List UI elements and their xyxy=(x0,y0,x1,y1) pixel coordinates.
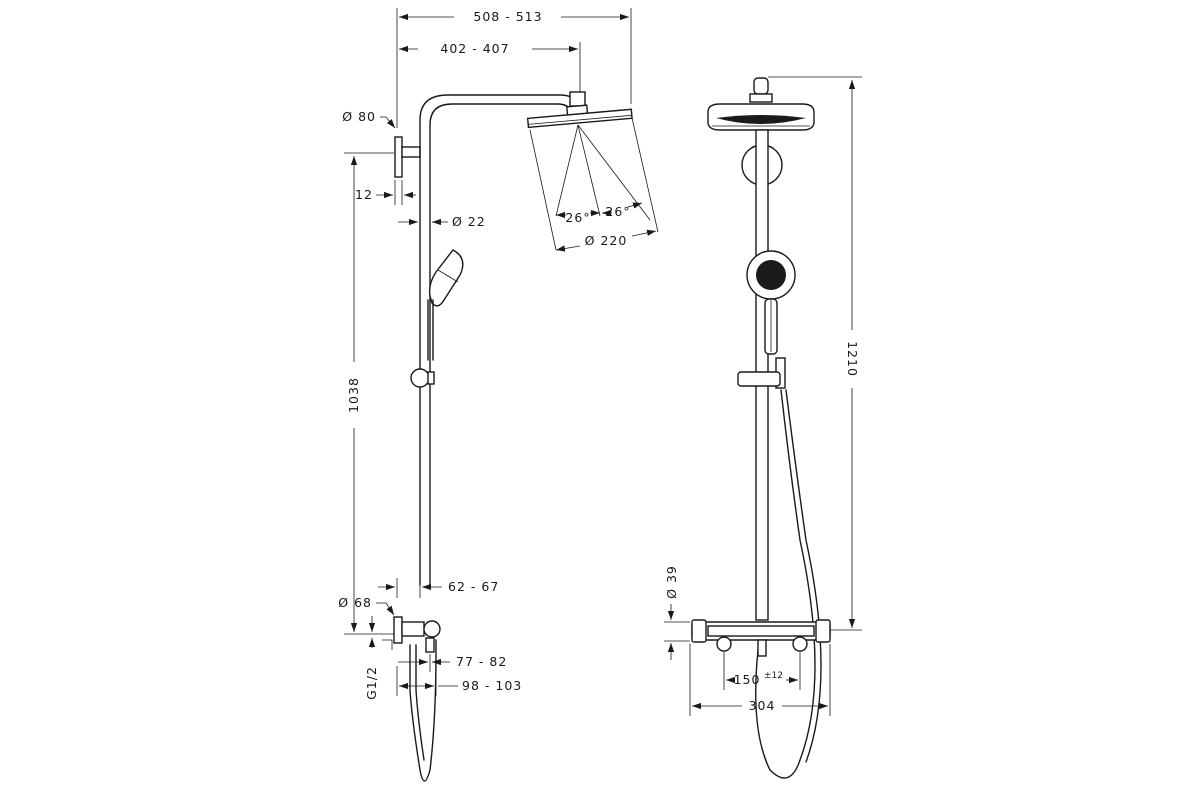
hand-shower-side xyxy=(427,249,464,361)
hose-side xyxy=(409,639,437,782)
dim-arm-length: 402 - 407 xyxy=(440,41,509,56)
dim-total-height: 1210 xyxy=(845,341,860,377)
dim-thread: G1/2 xyxy=(364,666,379,700)
riser-pipe-inner xyxy=(429,103,573,586)
dim-mixer-projection: 98 - 103 xyxy=(462,678,522,693)
head-joint xyxy=(569,91,586,107)
wall-flange-upper xyxy=(394,136,403,178)
thermostat-side xyxy=(393,616,441,653)
slider-holder xyxy=(410,368,430,388)
dim-centers-tolerance: ±12 xyxy=(764,671,783,681)
dim-mixer-width: 304 xyxy=(749,698,776,713)
front-view xyxy=(691,77,831,779)
dim-wall-offset: 12 xyxy=(355,187,373,202)
dim-head-angle-right: 26° xyxy=(605,204,630,219)
thermostat-front xyxy=(691,619,831,657)
dimension-labels: 508 - 513 402 - 407 Ø 80 12 Ø 22 26° 26°… xyxy=(338,9,860,713)
dim-head-angle-left: 26° xyxy=(565,210,590,225)
dim-mixer-height: Ø 39 xyxy=(664,565,679,599)
riser-pipe xyxy=(419,94,583,586)
slider-front xyxy=(737,371,781,387)
dim-overall-width: 508 - 513 xyxy=(473,9,542,24)
spray-cone xyxy=(529,117,659,251)
dimension-lines xyxy=(344,8,862,716)
dim-flange-diameter: Ø 80 xyxy=(342,109,376,124)
top-cap xyxy=(753,77,769,95)
dim-connection-offset: 62 - 67 xyxy=(448,579,499,594)
overhead-shower-front xyxy=(707,93,815,131)
dim-connection-flange: Ø 68 xyxy=(338,595,372,610)
hand-shower-front xyxy=(746,250,796,389)
dim-pipe-diameter: Ø 22 xyxy=(452,214,486,229)
overhead-shower-side xyxy=(526,104,633,129)
dim-column-height: 1038 xyxy=(346,377,361,413)
dim-mixer-depth: 77 - 82 xyxy=(456,654,507,669)
dim-centers: 150 xyxy=(734,672,761,687)
dim-head-diameter: Ø 220 xyxy=(585,233,628,248)
wall-bracket-upper xyxy=(401,146,421,158)
side-view xyxy=(393,91,659,782)
hose-front xyxy=(755,389,816,779)
